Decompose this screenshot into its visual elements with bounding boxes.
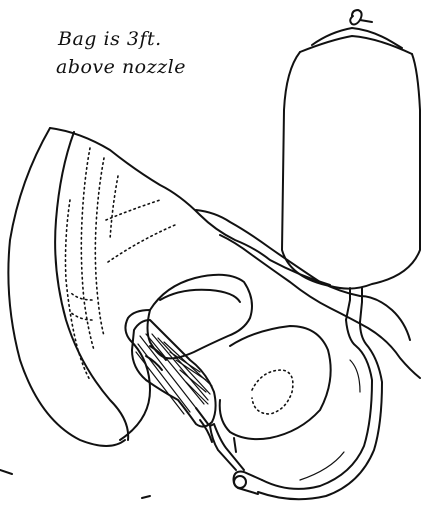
caption-line-1: Bag is 3ft. [58,28,162,50]
caption-line-2: above nozzle [56,56,186,78]
rectum [132,320,216,427]
hook-icon [350,10,372,25]
pelvic-organs [120,310,331,452]
bowel-loop [148,275,253,359]
margin-mark [142,496,150,498]
enema-bag [282,28,420,322]
nozzle [196,408,262,494]
body-outline [0,128,330,474]
